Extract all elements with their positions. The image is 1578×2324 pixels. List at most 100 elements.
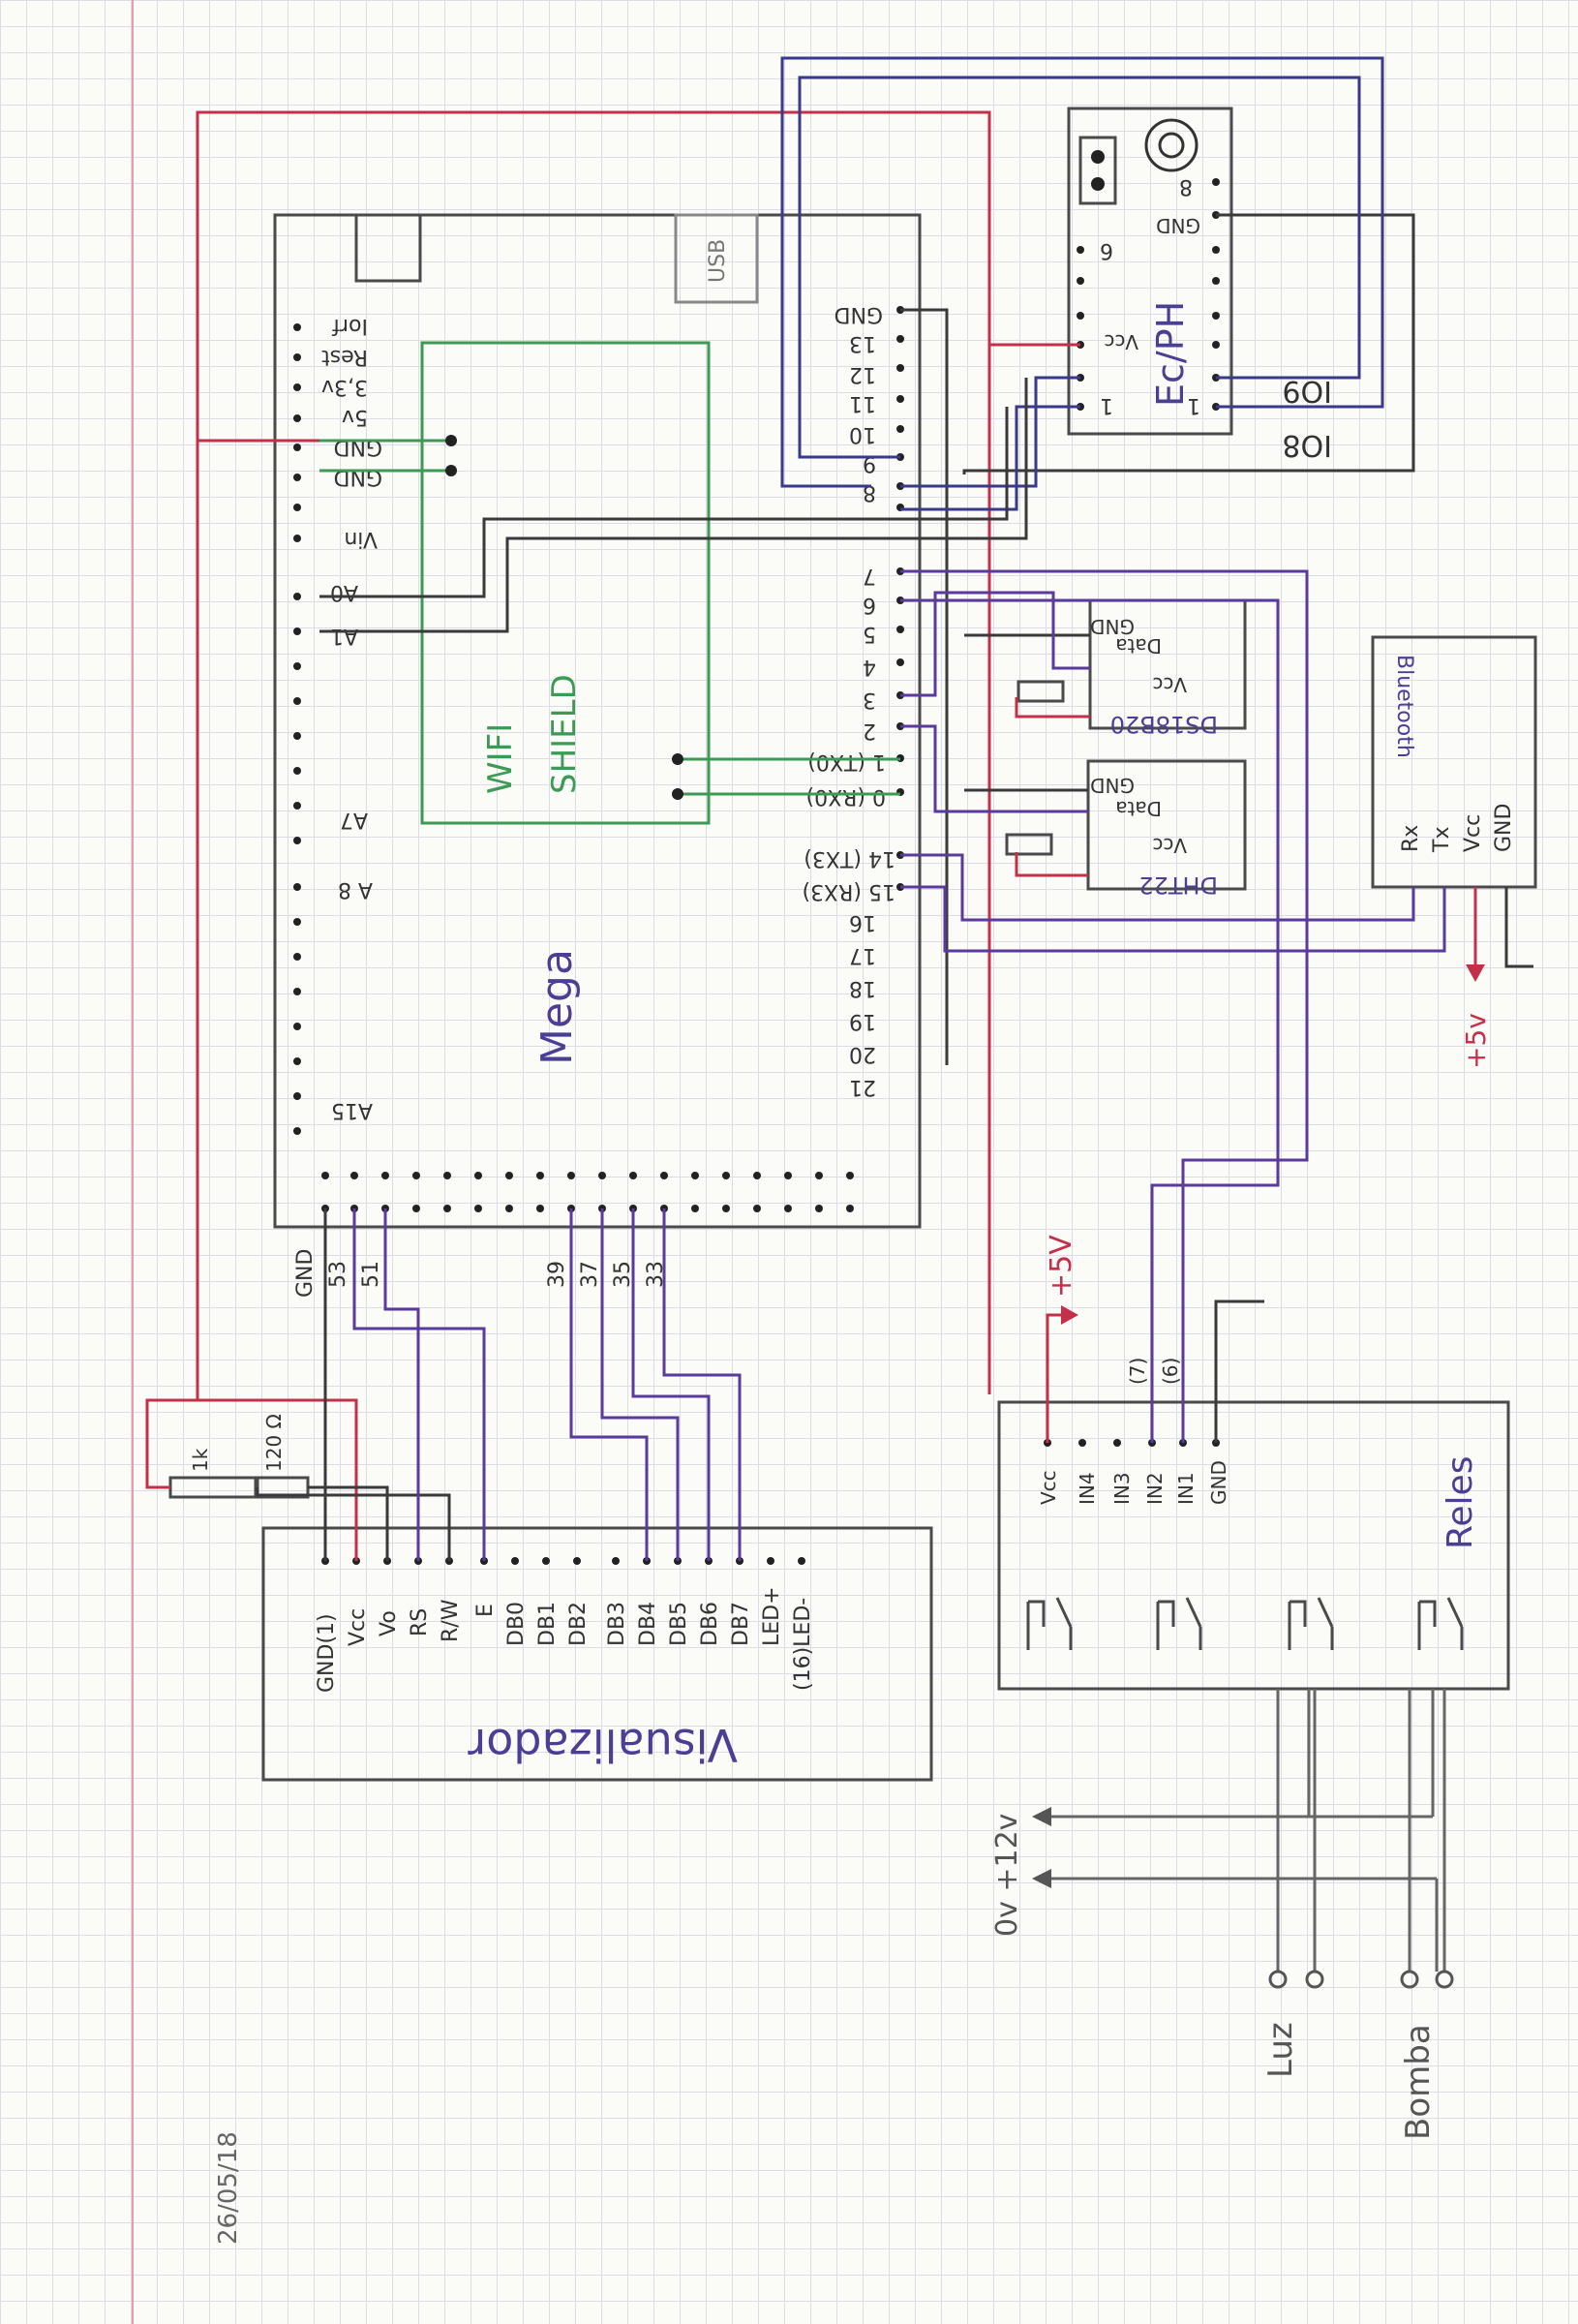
ds18b20-pullup-resistor xyxy=(1017,680,1065,703)
reles-pin-in3: IN3 xyxy=(1110,1472,1134,1505)
lcd-pin-db3: DB3 xyxy=(605,1602,629,1646)
bluetooth-outline xyxy=(1371,635,1537,889)
ds18b20-title: DS18B20 xyxy=(1110,711,1218,738)
pin-11: 11 xyxy=(849,391,876,415)
lcd-pin-rw: R/W xyxy=(439,1599,463,1642)
pin-a0: A0 xyxy=(330,580,358,604)
ds18b20-pin-vcc: Vcc xyxy=(1152,673,1187,696)
wire-0v xyxy=(1044,1877,1439,1972)
reles-pin-vcc: Vcc xyxy=(1037,1470,1060,1505)
wifi-shield-outline xyxy=(420,341,711,825)
pin-6: 6 xyxy=(863,593,876,617)
ecph-pin-8: 8 xyxy=(1179,174,1193,199)
relay-contacts xyxy=(1026,1597,1464,1650)
reles-title: Reles xyxy=(1441,1456,1480,1549)
wire-lcd-db4 xyxy=(569,1208,649,1561)
wire-dht22-data xyxy=(900,724,1088,813)
pin-8: 8 xyxy=(863,480,876,505)
reles-pin-in1: IN1 xyxy=(1174,1472,1198,1505)
ecph-pin-1-right: 1 xyxy=(1187,393,1200,417)
reles-pin-in4: IN4 xyxy=(1076,1472,1099,1505)
wire-luz xyxy=(1276,1689,1317,1972)
wire-lcd-db5 xyxy=(600,1208,680,1561)
bluetooth-pin-vcc: Vcc xyxy=(1461,814,1485,852)
wire-bluetooth-gnd xyxy=(1504,887,1533,968)
ds18b20-sensor: DS18B20 GND Data Vcc xyxy=(1088,598,1247,738)
ecph-io9-label: IO9 xyxy=(1282,374,1332,408)
mega-right-header-dots xyxy=(896,306,904,891)
wire-lcd-db6 xyxy=(631,1208,711,1561)
wire-reles-vcc xyxy=(1046,1313,1065,1443)
pin-gnd-1: GND xyxy=(334,435,382,459)
pin-gnd-r: GND xyxy=(835,302,883,326)
dht22-outline xyxy=(1086,759,1247,891)
lcd-pin-db5: DB5 xyxy=(667,1602,691,1646)
load-luz: Luz xyxy=(1261,2022,1300,2078)
pin-2: 2 xyxy=(863,719,876,743)
pin-vin: Vin xyxy=(344,527,378,551)
pin-20: 20 xyxy=(849,1042,876,1066)
lcd-pin-db1: DB1 xyxy=(535,1602,560,1646)
wire-ecph-tx xyxy=(900,405,1080,511)
reles-vcc-arrow xyxy=(1061,1305,1078,1325)
mega-board: USB Mega Iorf Rest 3,3v 5v GND GND Vin A… xyxy=(273,213,922,1298)
lcd-pin-ledp: LED+ xyxy=(760,1586,784,1646)
wire-ecph-io8 xyxy=(780,56,1384,488)
pin-a15: A15 xyxy=(331,1098,373,1122)
wire-lcd-rw-gnd xyxy=(256,1487,451,1561)
bluetooth-module: Bluetooth Rx Tx Vcc GND xyxy=(1371,635,1537,889)
reles-pin-dots xyxy=(1044,1439,1220,1447)
pin-35: 35 xyxy=(611,1261,635,1288)
pin-a8: A 8 xyxy=(338,877,373,902)
lcd-pin-vo: Vo xyxy=(377,1610,401,1636)
wire-5v-sensors xyxy=(1015,697,1090,877)
resistor-1k-label: 1k xyxy=(189,1448,212,1472)
dht22-title: DHT22 xyxy=(1138,872,1218,899)
ecph-jumper xyxy=(1078,136,1117,205)
wire-reles-gnd xyxy=(1214,1300,1264,1443)
lcd-pin-rs: RS xyxy=(408,1608,432,1636)
ecph-pin-gnd: GND xyxy=(1156,214,1200,237)
arrow-12v xyxy=(1032,1807,1051,1826)
visualizador-outline xyxy=(261,1526,933,1782)
mega-bottom-pin-labels: GND 53 51 39 37 35 33 xyxy=(293,1249,668,1298)
mega-left-header-dots xyxy=(293,323,301,1135)
bluetooth-pin-rx: Rx xyxy=(1399,825,1423,852)
resistor-120-label: 120 Ω xyxy=(262,1414,286,1472)
pin-37: 37 xyxy=(578,1261,602,1288)
wire-bt-tx xyxy=(900,885,1446,953)
visualizador-title: Visualizador xyxy=(468,1719,738,1771)
wire-lcd-db7 xyxy=(662,1208,742,1561)
mega-usb-connector xyxy=(674,213,759,304)
wire-pin6 xyxy=(900,598,1280,1443)
ecph-left-dots xyxy=(1077,246,1084,411)
wire-lcd-contrast xyxy=(308,1485,389,1561)
wire-pin7 xyxy=(900,569,1309,1443)
wire-ecph-io9 xyxy=(798,76,1361,459)
reles-outline xyxy=(997,1400,1510,1691)
wifi-label: WIFI xyxy=(481,723,520,794)
wire-ecph-rx xyxy=(900,376,1080,488)
pin-5: 5 xyxy=(863,622,876,646)
pin-bottom-gnd: GND xyxy=(293,1249,318,1298)
ecph-pin-1-left: 1 xyxy=(1100,393,1113,417)
bluetooth-title: Bluetooth xyxy=(1392,655,1416,758)
reles-supply-label: +5V xyxy=(1045,1235,1078,1298)
pin-3v3: 3,3v xyxy=(321,375,368,399)
lcd-pin-ledm: (16)LED- xyxy=(791,1598,815,1691)
date-label: 26/05/18 xyxy=(214,2131,243,2245)
wire-bt-rx xyxy=(900,853,1415,922)
dht22-pin-data: Data xyxy=(1115,797,1162,820)
ecph-pin-vcc: Vcc xyxy=(1104,330,1138,353)
bluetooth-supply-label: +5v xyxy=(1460,1013,1492,1069)
pin-14-tx3: 14 (TX3) xyxy=(804,846,895,871)
mega-outline xyxy=(273,213,922,1229)
wire-12v xyxy=(1044,1689,1435,1819)
pin-16: 16 xyxy=(849,910,876,934)
pin-7: 7 xyxy=(863,564,876,588)
ecph-pin-6: 6 xyxy=(1100,238,1113,262)
ds18b20-pin-data: Data xyxy=(1115,634,1162,657)
dht22-sensor: DHT22 GND Data Vcc xyxy=(1086,759,1247,899)
pin-17: 17 xyxy=(849,943,876,967)
